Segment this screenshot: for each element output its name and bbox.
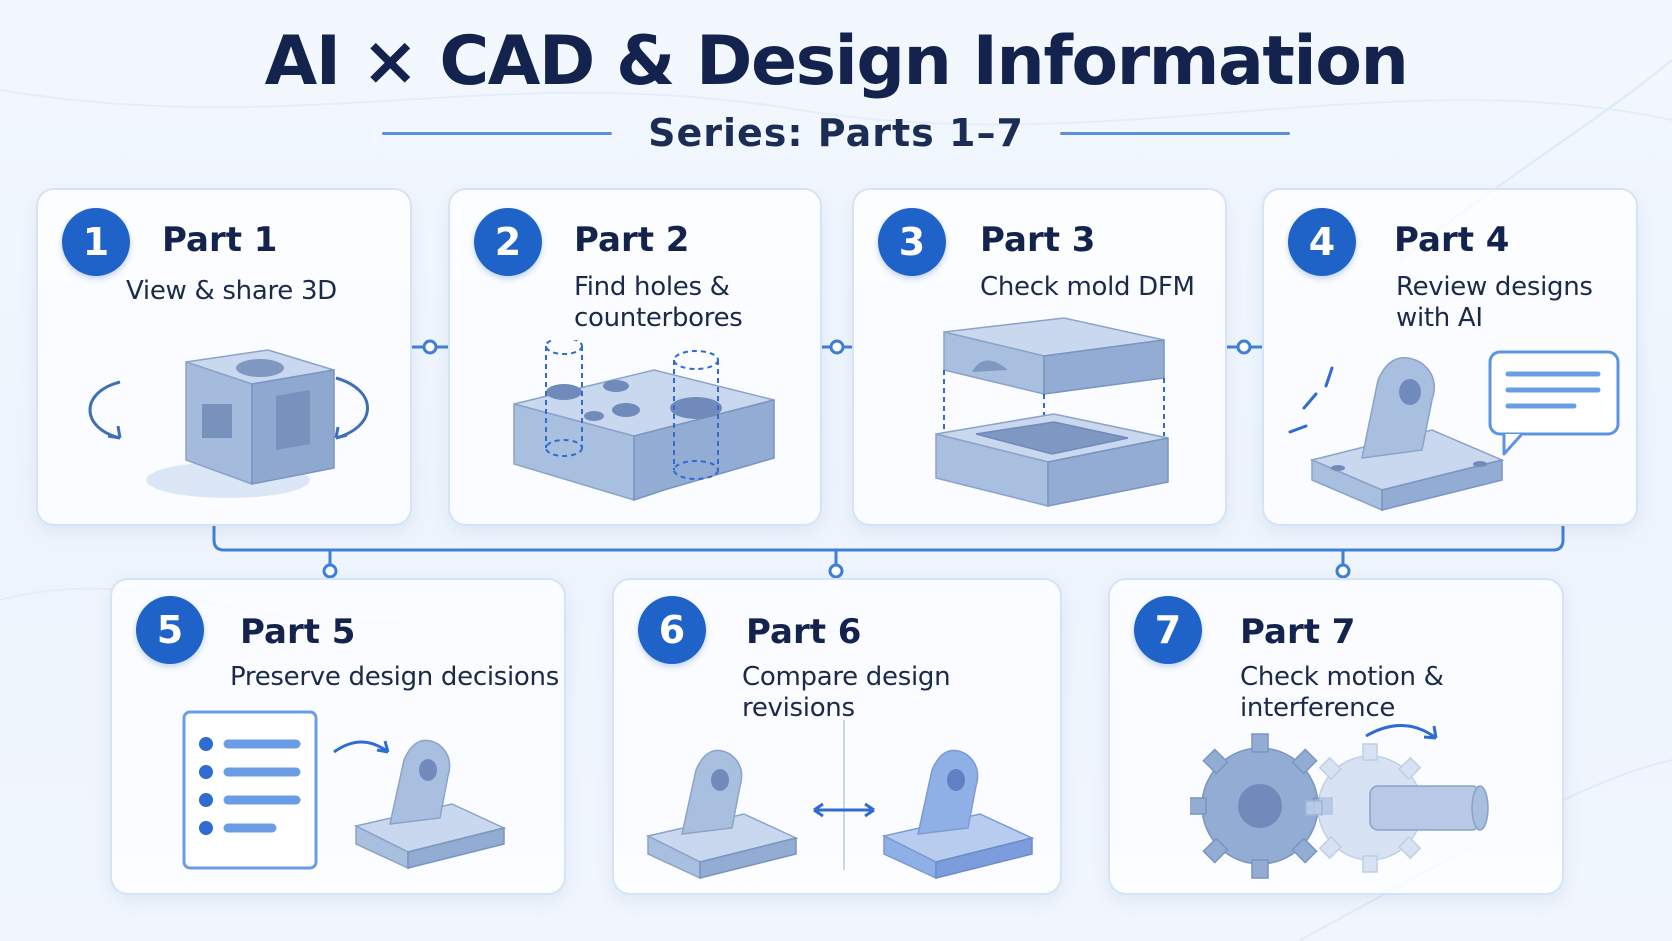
subtitle-rule-right xyxy=(1059,131,1290,135)
part-number-badge: 5 xyxy=(136,596,204,664)
checklist-bracket-icon xyxy=(182,710,507,870)
subtitle-rule-left xyxy=(382,131,613,135)
mold-halves-icon xyxy=(935,317,1169,507)
part-title: Part 4 xyxy=(1394,220,1510,260)
part-description: View & share 3D xyxy=(126,276,337,306)
page-subtitle: Series: Parts 1–7 xyxy=(648,111,1024,155)
subtitle-row: Series: Parts 1–7 xyxy=(0,108,1672,158)
part-number-badge: 1 xyxy=(62,208,130,276)
part-description: Find holes & counterbores xyxy=(574,272,743,333)
part-description: Check mold DFM xyxy=(980,272,1195,302)
part-title: Part 3 xyxy=(980,220,1096,260)
connector-node xyxy=(1335,563,1351,579)
part-card-1[interactable]: 1 Part 1 View & share 3D xyxy=(36,188,412,526)
connector-node xyxy=(1236,339,1252,355)
connector-node xyxy=(829,339,845,355)
part-card-6[interactable]: 6 Part 6 Compare design revisions xyxy=(612,578,1062,895)
part-card-2[interactable]: 2 Part 2 Find holes & counterbores xyxy=(448,188,822,526)
connector-node xyxy=(422,339,438,355)
part-description: Review designs with AI xyxy=(1396,272,1593,333)
part-card-7[interactable]: 7 Part 7 Check motion & interference xyxy=(1108,578,1564,895)
connector-node xyxy=(322,563,338,579)
compare-brackets-icon xyxy=(645,720,1035,880)
part-card-4[interactable]: 4 Part 4 Review designs with AI xyxy=(1262,188,1638,526)
connector-node xyxy=(828,563,844,579)
part-card-3[interactable]: 3 Part 3 Check mold DFM xyxy=(852,188,1227,526)
gears-icon xyxy=(1190,724,1489,879)
page-title: AI × CAD & Design Information xyxy=(264,22,1409,101)
bracket-chat-icon xyxy=(1288,350,1620,512)
part-number-badge: 6 xyxy=(638,596,706,664)
part-number-badge: 7 xyxy=(1134,596,1202,664)
holed-block-icon xyxy=(513,340,775,502)
part-description: Check motion & interference xyxy=(1240,662,1444,723)
part-title: Part 7 xyxy=(1240,612,1356,652)
part-card-5[interactable]: 5 Part 5 Preserve design decisions xyxy=(110,578,566,895)
part-description: Preserve design decisions xyxy=(230,662,559,692)
part-title: Part 1 xyxy=(162,220,278,260)
part-title: Part 5 xyxy=(240,612,356,652)
part-title: Part 6 xyxy=(746,612,862,652)
part-description: Compare design revisions xyxy=(742,662,951,723)
rotating-cube-icon xyxy=(88,349,369,498)
part-title: Part 2 xyxy=(574,220,690,260)
part-number-badge: 4 xyxy=(1288,208,1356,276)
part-number-badge: 2 xyxy=(474,208,542,276)
part-number-badge: 3 xyxy=(878,208,946,276)
